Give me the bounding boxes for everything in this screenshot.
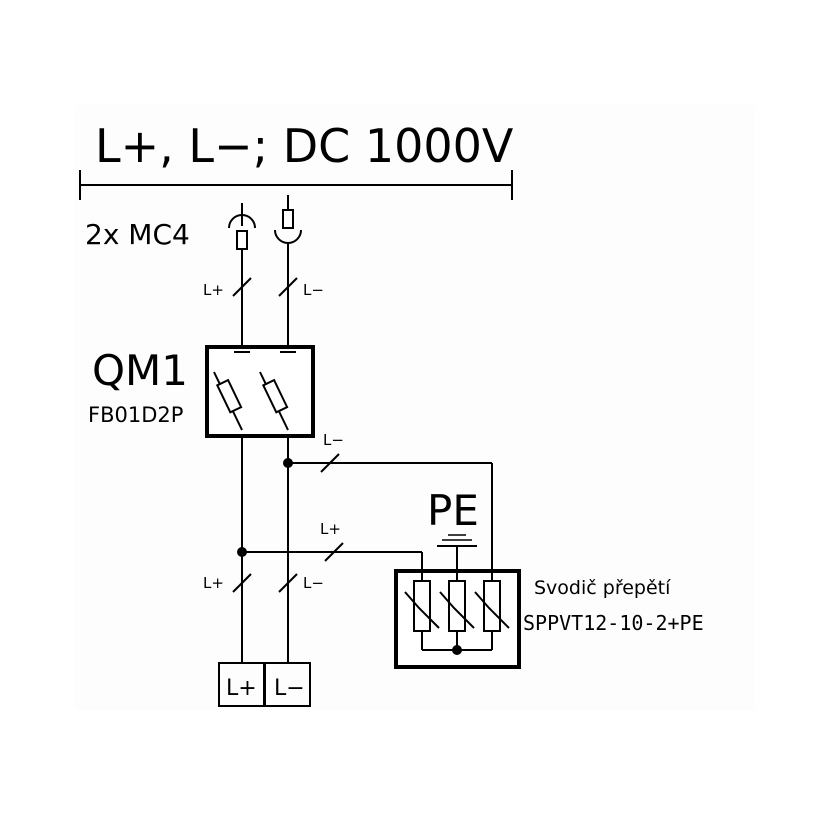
fuse-left <box>215 378 243 414</box>
wire-label-bot-minus: L− <box>303 574 324 592</box>
wire-label-mid-minus: L− <box>323 431 344 449</box>
branch-minus: L− <box>283 431 493 580</box>
mc4-connectors: 2x MC4 <box>85 195 302 251</box>
output-terminals: L+ L− <box>218 662 311 707</box>
wire-tick-top-minus <box>278 277 298 297</box>
terminal-minus-label: L− <box>274 676 305 701</box>
wire-label-top-plus: L+ <box>203 281 224 299</box>
connector-label: 2x MC4 <box>85 218 190 251</box>
ground-label: PE <box>427 486 479 535</box>
mc4-pin-left <box>236 230 248 250</box>
varistor-curve-1 <box>404 591 440 629</box>
mc4-pin-right <box>282 209 294 229</box>
arrester-common-node <box>452 645 462 655</box>
terminal-plus-label: L+ <box>226 676 257 701</box>
fuse-right <box>261 378 289 414</box>
wire-tick-bot-minus <box>278 573 298 593</box>
mc4-female-cup-right <box>274 229 302 244</box>
wire-tick-mid-minus <box>320 453 340 473</box>
wire-tick-bot-plus <box>232 573 252 593</box>
pe-ground: PE <box>427 486 479 580</box>
dc-bus: L+, L−; DC 1000V <box>79 119 514 200</box>
breaker-qm1: QM1 FB01D2P <box>88 345 315 438</box>
breaker-designation: QM1 <box>92 346 188 395</box>
wire-label-mid-plus: L+ <box>320 520 341 538</box>
wire-label-top-minus: L− <box>303 281 324 299</box>
wire-tick-top-plus <box>232 277 252 297</box>
arrester-name: Svodič přepětí <box>534 577 671 599</box>
varistor-curve-2 <box>439 591 475 629</box>
bus-title: L+, L−; DC 1000V <box>95 119 514 173</box>
surge-arrester: Svodič přepětí SPPVT12-10-2+PE <box>394 569 704 669</box>
varistor-curve-3 <box>474 591 510 629</box>
arrester-type: SPPVT12-10-2+PE <box>523 611 704 635</box>
terminal-minus <box>264 662 311 707</box>
branch-plus: L+ <box>237 520 423 580</box>
wire-tick-mid-plus <box>324 542 344 562</box>
wire-label-bot-plus: L+ <box>203 574 224 592</box>
breaker-type: FB01D2P <box>88 403 183 427</box>
